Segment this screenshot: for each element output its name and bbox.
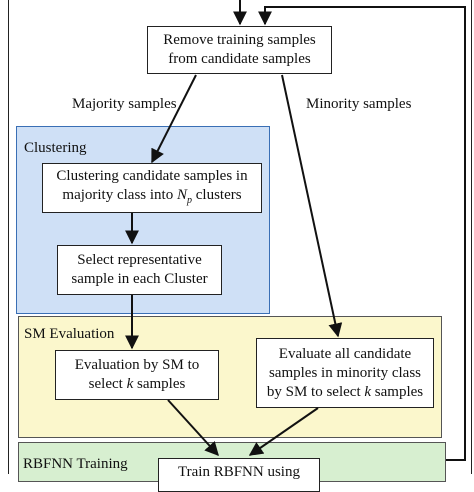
evaluation-by-sm-node: Evaluation by SM to select k samples <box>55 350 219 400</box>
eval-all-line2: samples in minority class <box>268 364 422 381</box>
cluster-line2-pre: majority class into <box>62 186 177 203</box>
eval-all-line3-pre: by SM to select <box>266 383 365 400</box>
cluster-line2: majority class into Np clusters <box>62 186 241 210</box>
majority-samples-label: Majority samples <box>72 96 177 112</box>
evaluate-all-minority-node: Evaluate all candidate samples in minori… <box>256 338 434 408</box>
cluster-line1: Clustering candidate samples in <box>56 167 248 184</box>
eval-sm-line2-pre: select <box>88 376 127 392</box>
train-line1: Train RBFNN using <box>178 464 300 480</box>
remove-line2: from candidate samples <box>168 51 311 67</box>
cluster-line2-sub: p <box>187 194 192 206</box>
eval-sm-line1: Evaluation by SM to <box>74 357 200 373</box>
remove-line1: Remove training samples <box>163 32 316 48</box>
eval-all-line1: Evaluate all candidate <box>278 345 412 362</box>
train-rbfnn-node: Train RBFNN using <box>158 458 320 492</box>
sm-evaluation-region-title: SM Evaluation <box>24 326 115 342</box>
clustering-region-title: Clustering <box>24 140 87 156</box>
eval-all-line3-post: samples <box>371 383 424 400</box>
cluster-line2-var: N <box>176 186 187 203</box>
select-line1: Select representative <box>77 252 202 268</box>
eval-sm-line2-post: samples <box>133 376 186 392</box>
cluster-line2-post: clusters <box>192 186 242 203</box>
rbfnn-training-region-title: RBFNN Training <box>23 456 128 472</box>
eval-sm-line2-var: k <box>126 376 134 392</box>
remove-training-samples-node: Remove training samples from candidate s… <box>147 26 332 74</box>
select-line2: sample in each Cluster <box>71 271 208 287</box>
eval-all-line3: by SM to select k samples <box>267 383 423 402</box>
clustering-candidate-samples-node: Clustering candidate samples in majority… <box>42 163 262 213</box>
minority-samples-label: Minority samples <box>306 96 412 112</box>
outer-frame <box>8 0 472 474</box>
eval-sm-line2: select k samples <box>89 375 186 394</box>
select-representative-node: Select representative sample in each Clu… <box>57 245 222 295</box>
